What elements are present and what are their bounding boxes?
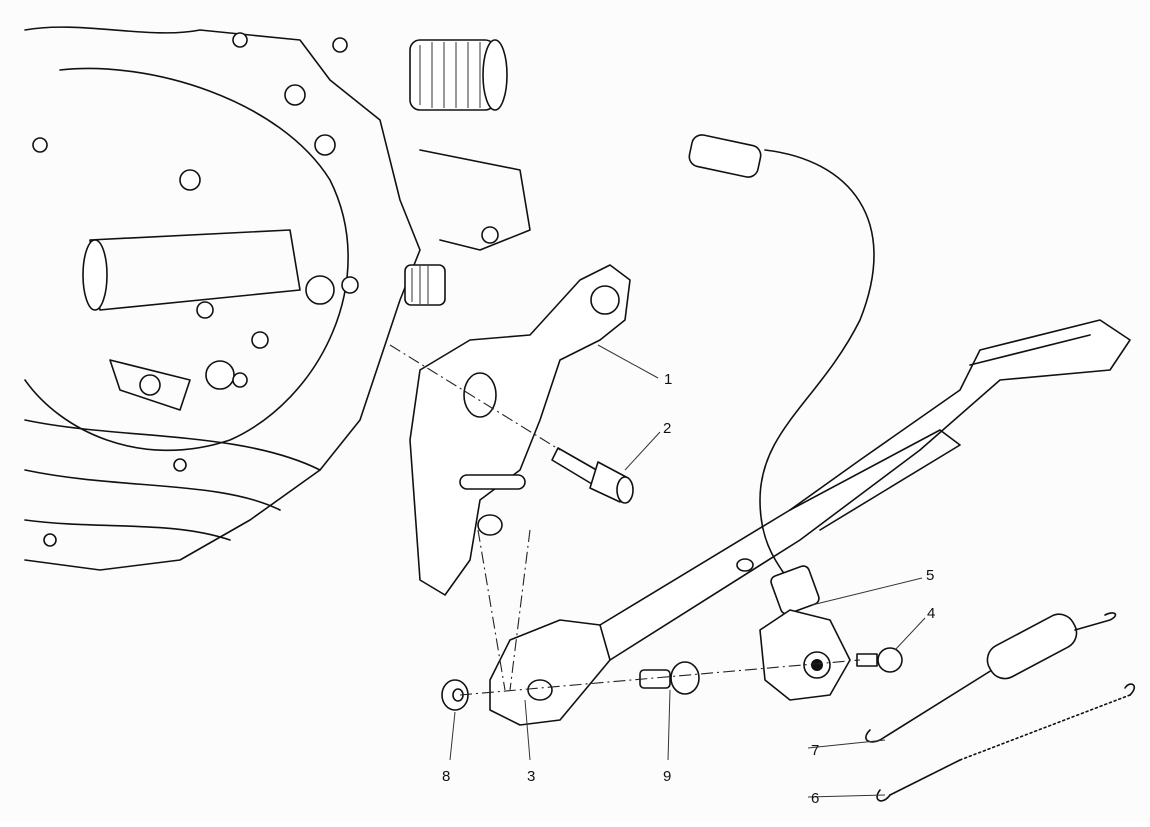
callout-5: 5 [926, 567, 934, 584]
callout-2: 2 [663, 420, 671, 437]
part-3-side-stand [489, 319, 1131, 726]
part-7-spring [865, 612, 1117, 743]
leader-lines [449, 344, 926, 798]
part-9-pin [639, 661, 700, 695]
callout-4: 4 [927, 605, 935, 622]
part-4-screw [856, 647, 903, 673]
engine-casing [24, 26, 531, 571]
callout-6: 6 [811, 790, 819, 807]
part-6-spring [876, 683, 1135, 802]
callout-8: 8 [442, 768, 450, 785]
assembly-lines [389, 344, 861, 696]
callout-1: 1 [664, 371, 672, 388]
callout-9: 9 [663, 768, 671, 785]
part-5-sensor-switch [688, 134, 875, 701]
callout-7: 7 [811, 742, 819, 759]
callout-3: 3 [527, 768, 535, 785]
part-2-screw [551, 447, 634, 504]
part-1-bracket [409, 264, 631, 596]
part-8-washer [441, 679, 469, 711]
